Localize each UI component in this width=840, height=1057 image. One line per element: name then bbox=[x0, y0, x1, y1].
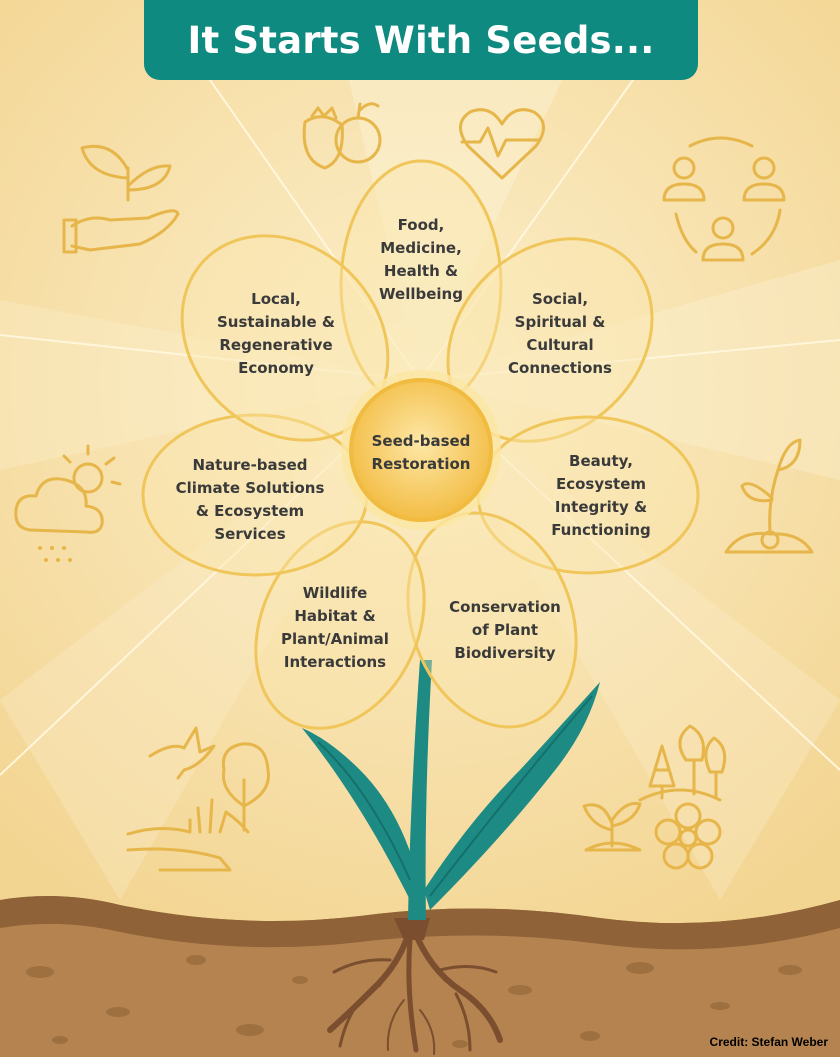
strawberry-apple-icon bbox=[302, 102, 382, 170]
left-leaf bbox=[302, 728, 416, 900]
petal-label-climate: Nature-based Climate Solutions & Ecosyst… bbox=[175, 456, 325, 543]
community-people-icon bbox=[662, 136, 786, 262]
roots bbox=[327, 917, 503, 1055]
sprout-hand-icon bbox=[62, 144, 180, 254]
stem bbox=[302, 660, 600, 920]
petal-label-social: Social, Spiritual & Cultural Connections bbox=[508, 290, 612, 377]
forest-flower-icon bbox=[582, 724, 727, 870]
petal-label-food: Food, Medicine, Health & Wellbeing bbox=[379, 216, 463, 303]
page-title: It Starts With Seeds... bbox=[187, 18, 655, 62]
credit-text: Credit: Stefan Weber bbox=[709, 1035, 828, 1049]
petal-wildlife-habitat bbox=[254, 520, 426, 730]
petal-label-economy: Local, Sustainable & Regenerative Econom… bbox=[216, 290, 335, 377]
center-label: Seed-based Restoration bbox=[371, 432, 471, 473]
bird-landscape-icon bbox=[126, 726, 270, 872]
petal-label-wildlife: Wildlife Habitat & Plant/Animal Interact… bbox=[281, 584, 389, 671]
petal-label-conservation: Conservation of Plant Biodiversity bbox=[449, 598, 561, 662]
heart-pulse-icon bbox=[459, 108, 545, 180]
flower-center bbox=[341, 370, 501, 530]
root-crown bbox=[394, 918, 430, 940]
title-banner: It Starts With Seeds... bbox=[144, 0, 698, 80]
petals bbox=[141, 159, 700, 730]
petal-label-beauty: Beauty, Ecosystem Integrity & Functionin… bbox=[551, 452, 651, 539]
seedling-soil-icon bbox=[724, 438, 814, 554]
cloud-sun-rain-icon bbox=[14, 444, 122, 562]
